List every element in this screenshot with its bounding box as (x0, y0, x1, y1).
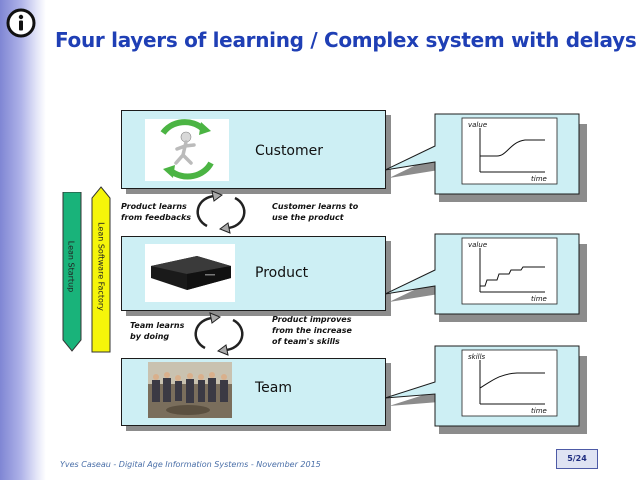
lean-software-factory-bar (91, 186, 111, 353)
slide-title: Four layers of learning / Complex system… (55, 28, 637, 52)
product-graph-callout: value time (385, 233, 587, 322)
graph-xlabel: time (531, 175, 547, 183)
lean-software-factory-label: Lean Software Factory (96, 222, 106, 311)
team-label: Team (255, 380, 293, 396)
graph-xlabel: time (531, 295, 547, 303)
graph-xlabel: time (531, 407, 547, 415)
customer-label: Customer (255, 143, 324, 159)
graph-ylabel: value (468, 241, 487, 249)
product-label: Product (255, 265, 309, 281)
team-graph-callout: skills time (385, 345, 587, 434)
lean-startup-label: Lean Startup (66, 240, 76, 293)
info-circle-icon[interactable] (6, 8, 36, 38)
graph-ylabel: skills (468, 353, 486, 361)
footer-text: Yves Caseau - Digital Age Information Sy… (60, 460, 321, 469)
sidebar-gradient (0, 0, 46, 480)
product-device-image (145, 244, 235, 302)
customer-graph-callout: value time (385, 113, 587, 202)
team-photo-image (148, 362, 232, 418)
cycle-arrows-icon (194, 312, 244, 356)
cycle-arrows-icon (196, 190, 246, 234)
lean-startup-bar (62, 192, 82, 352)
customer-runner-image (145, 119, 229, 181)
graph-ylabel: value (468, 121, 487, 129)
page-number-badge: 5/24 (556, 449, 598, 469)
